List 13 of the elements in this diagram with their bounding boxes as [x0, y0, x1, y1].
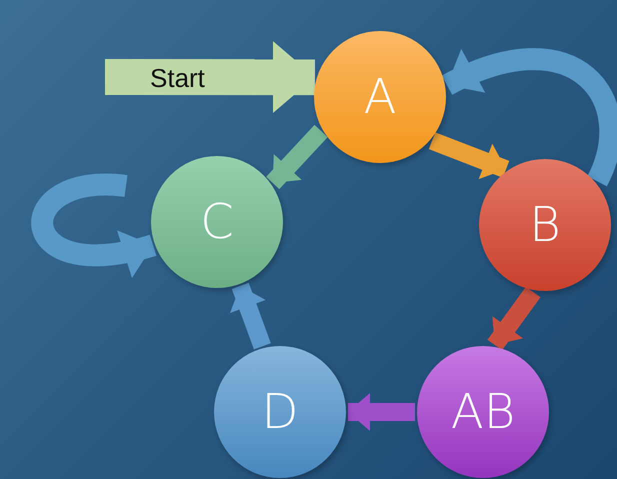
arrow — [266, 124, 328, 190]
node-label: B — [529, 197, 561, 253]
node-label: AB — [450, 384, 516, 440]
arrow — [428, 132, 510, 180]
node-label: C — [200, 194, 234, 250]
arrow — [488, 286, 540, 350]
arrow — [105, 41, 315, 114]
arrow — [230, 282, 271, 350]
arrow — [348, 393, 415, 431]
node-label: A — [364, 69, 396, 125]
node-label: D — [262, 384, 298, 440]
edge-label: Start — [150, 63, 205, 94]
arrow — [32, 174, 156, 277]
